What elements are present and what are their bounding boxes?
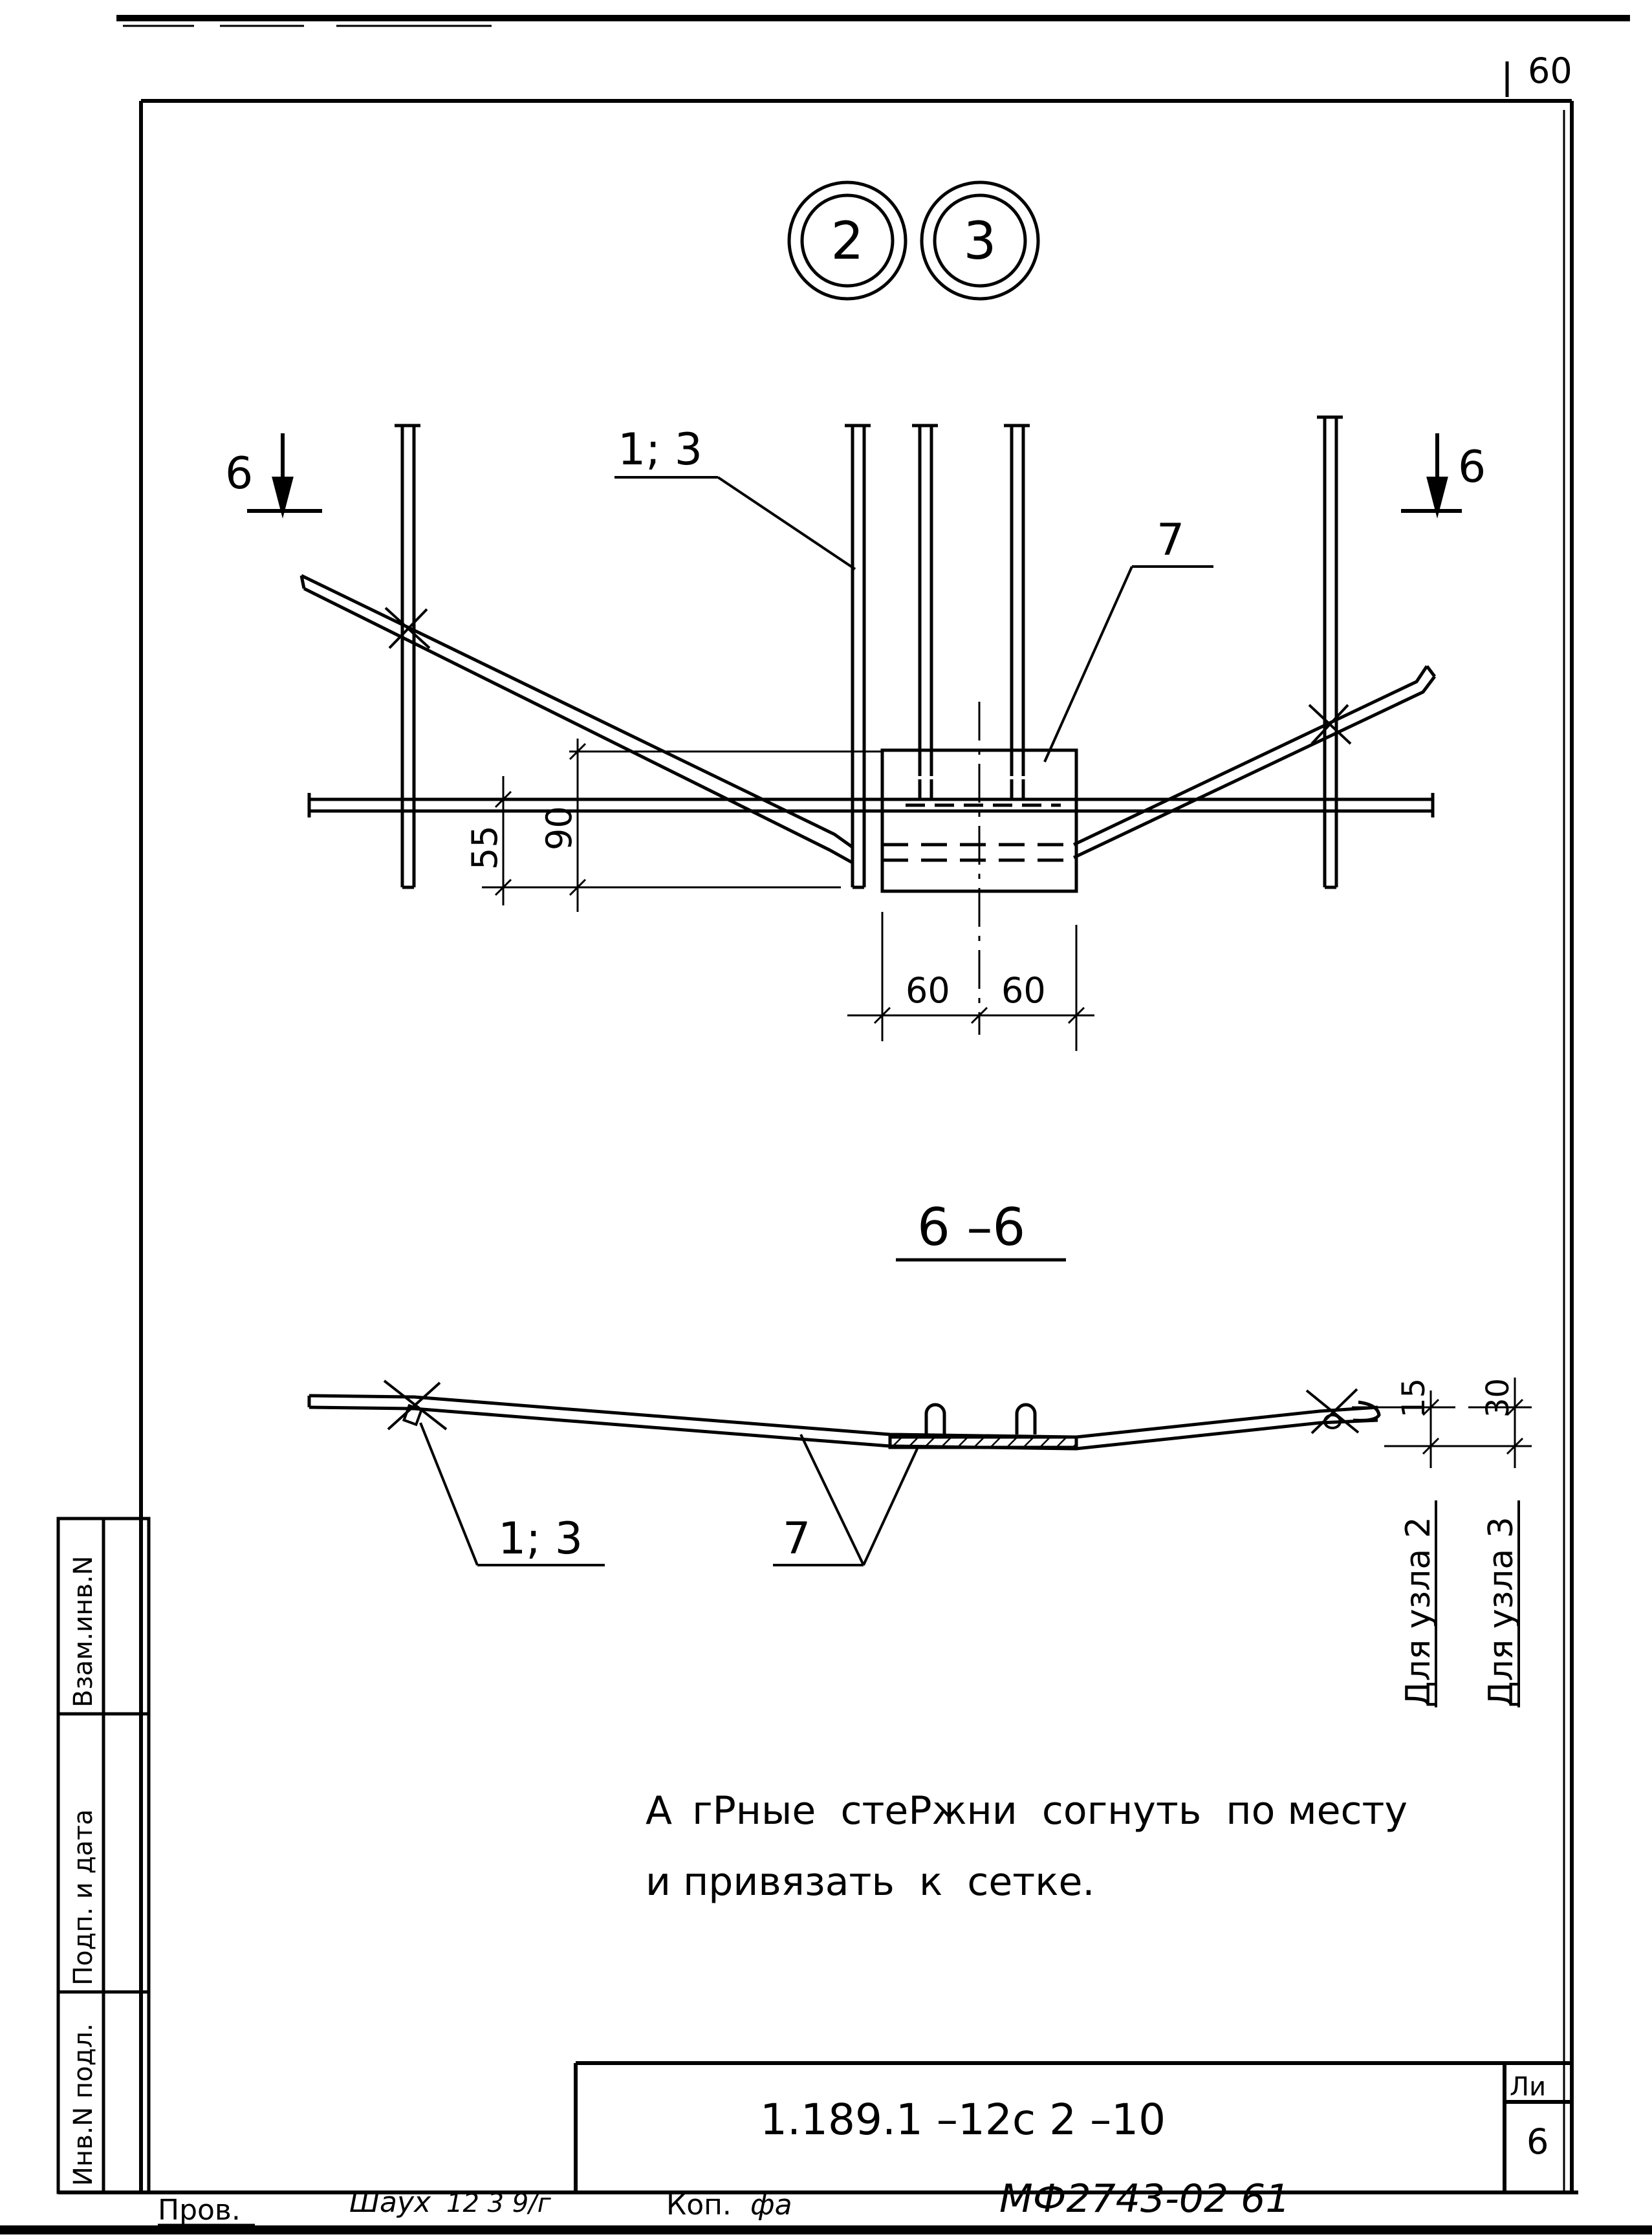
leader-plate-section (773, 1434, 918, 1566)
section-view (307, 1379, 1381, 1451)
section-title: 6 –6 (917, 1197, 1025, 1257)
diagonal-bar-right (1072, 665, 1436, 860)
copier-signature: фа (750, 2189, 792, 2222)
dim-15: 15 (1396, 1378, 1432, 1418)
copied-label: Коп. (666, 2189, 732, 2222)
section-rebar-ends (924, 1403, 1037, 1434)
dim-55: 55 (464, 825, 505, 870)
dim-horizontal (847, 912, 1094, 1051)
leader-bars-top-label: 1; 3 (618, 424, 702, 475)
sheet-number: 6 (1527, 2121, 1549, 2162)
side-stamp (56, 1517, 151, 2194)
diagonal-bar-left (299, 574, 854, 865)
check-date: 12 3 9/г (446, 2189, 552, 2218)
node-marker-2-label: 2 (831, 211, 864, 271)
section-cut-left (247, 433, 322, 519)
leader-bars-section-label: 1; 3 (498, 1513, 583, 1564)
page-corner-number: 60 (1528, 50, 1572, 91)
side-stamp-row1: Взам.инв.N (69, 1556, 98, 1707)
vertical-rebar-3 (912, 424, 938, 776)
section-bar (307, 1394, 1381, 1451)
plan-view (299, 415, 1436, 1035)
leader-bars-section (419, 1422, 605, 1566)
dim-90: 90 (539, 806, 580, 850)
node-marker-3-label: 3 (964, 211, 997, 271)
dim-60-left: 60 (906, 970, 950, 1011)
archive-number: МФ2743-02 61 (999, 2176, 1290, 2222)
leader-plate-section-label: 7 (783, 1513, 810, 1564)
vertical-rebar-1 (395, 424, 420, 889)
leader-bars-top (614, 476, 856, 570)
dim-section (1352, 1378, 1532, 1468)
dim-60-right: 60 (1001, 970, 1046, 1011)
dim-30: 30 (1480, 1378, 1516, 1418)
node-marker-3 (920, 180, 1040, 301)
vertical-rebar-4 (1004, 424, 1030, 776)
doc-code: 1.189.1 –12с 2 –10 (760, 2095, 1166, 2145)
sheet-label: Ли (1510, 2072, 1546, 2102)
section-plate-7 (888, 1435, 1078, 1449)
node-marker-2 (787, 180, 908, 301)
vertical-rebar-2 (845, 424, 871, 889)
title-block (574, 2061, 1572, 2192)
note-line-2: и привязать к сетке. (646, 1859, 1094, 1905)
leader-plate-top-label: 7 (1157, 515, 1184, 566)
dim-vertical (482, 739, 882, 912)
sheet-frame (0, 15, 1652, 2234)
checked-label: Пров. (158, 2194, 241, 2227)
leader-plate-top (1043, 565, 1213, 763)
vertical-rebar-5 (1317, 415, 1343, 889)
section-tie-right (1305, 1388, 1360, 1434)
side-stamp-row3: Инв.N подл. (69, 2023, 98, 2186)
note-line-1: А гРныe стеРжни согнуть по месту (646, 1788, 1407, 1833)
section-cut-right (1401, 433, 1462, 519)
horizontal-rebar (307, 793, 1435, 817)
node-note-2: Для узла 2 (1399, 1517, 1438, 1707)
section-cut-left-label: 6 (225, 448, 253, 499)
checker-signature: Шаух (349, 2186, 431, 2219)
side-stamp-row2: Подп. и дата (69, 1810, 98, 1985)
section-cut-right-label: 6 (1458, 442, 1486, 493)
section-tie-left (383, 1379, 448, 1431)
node-note-3: Для узла 3 (1482, 1517, 1521, 1707)
tie-cross-right (1308, 704, 1352, 745)
tie-cross-left (384, 607, 431, 649)
